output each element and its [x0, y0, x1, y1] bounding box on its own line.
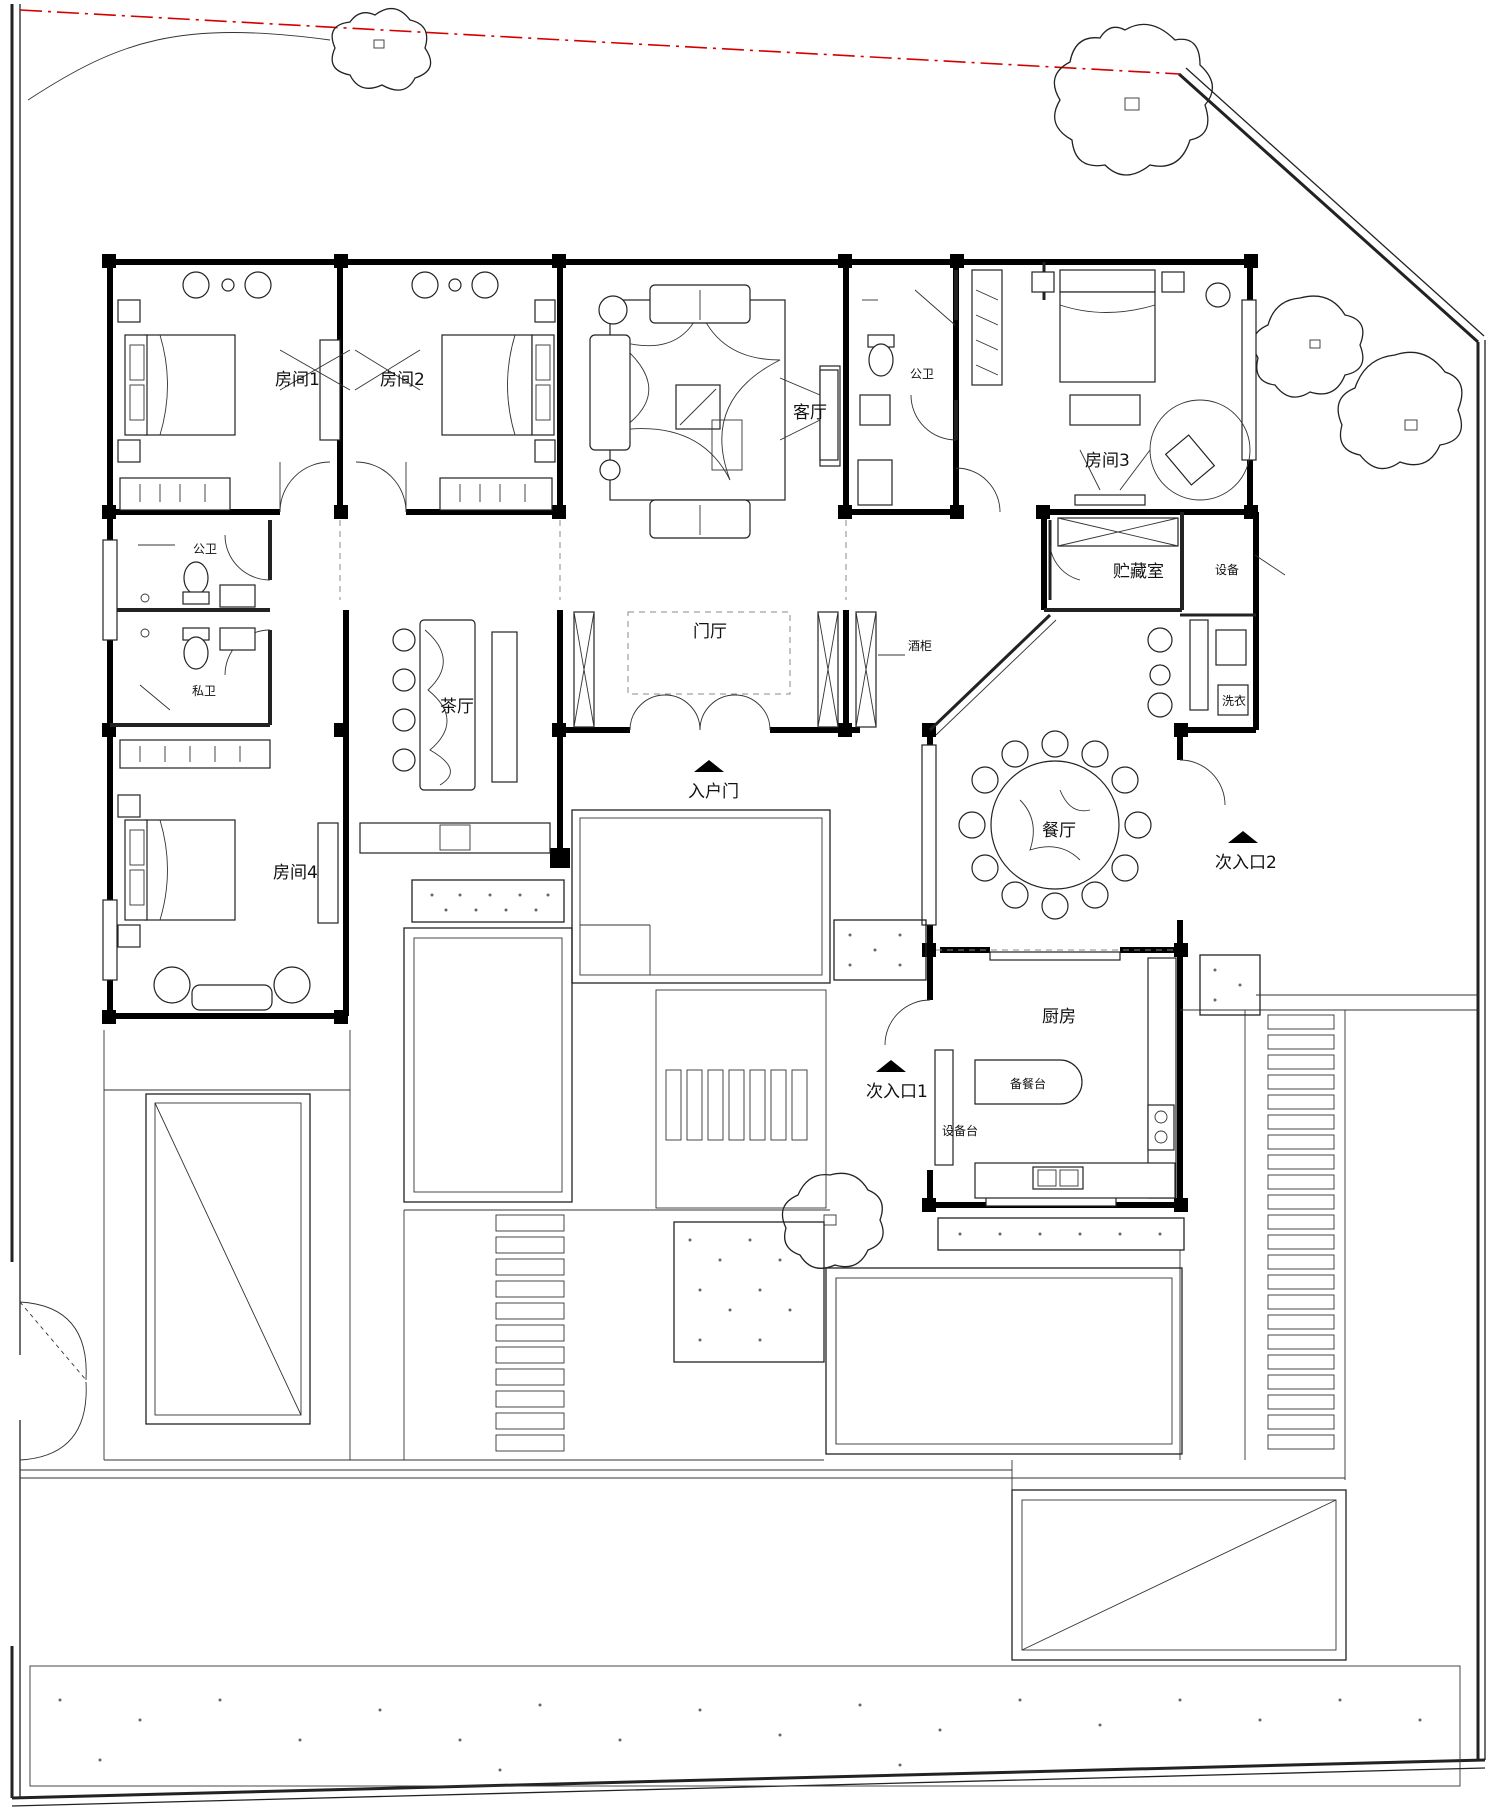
- wardrobe: [119, 477, 231, 511]
- sofa-icon: [589, 284, 751, 539]
- dining-table-icon: [958, 730, 1152, 920]
- nightstand: [117, 794, 141, 818]
- nightstand: [534, 439, 556, 463]
- laundry-label: 洗衣: [1222, 693, 1246, 708]
- stair-steps: [1267, 1014, 1335, 1450]
- nightstand: [1161, 271, 1185, 293]
- foyer-cabinet: [573, 611, 877, 728]
- dining-label: 餐厅: [1042, 821, 1076, 841]
- fridge-circles: [1147, 627, 1173, 718]
- stepping-stones: [665, 1069, 808, 1141]
- bed-icon: [124, 334, 236, 436]
- equipment-label: 设备: [1215, 563, 1239, 577]
- tree-icon: [781, 1172, 884, 1269]
- living-room-label: 客厅: [793, 403, 827, 423]
- tea-chairs: [392, 628, 416, 772]
- tree-icon: [1252, 295, 1364, 398]
- chair: [1205, 282, 1231, 308]
- prep-counter-side-label: 设备台: [942, 1123, 978, 1138]
- public-wc-top-label: 公卫: [910, 367, 934, 381]
- wash-basin: [219, 627, 256, 651]
- tea-table: [419, 619, 518, 791]
- bedroom1-label: 房间1: [275, 370, 320, 390]
- kitchen-label: 厨房: [1042, 1007, 1076, 1027]
- tv-cabinet: [819, 369, 839, 461]
- toilet-icon: [182, 561, 210, 605]
- desk: [1074, 494, 1146, 506]
- private-wc-label: 私卫: [192, 684, 216, 698]
- wine-cabinet-label: 酒柜: [908, 639, 932, 653]
- bed-icon: [1059, 269, 1156, 383]
- bench: [1069, 394, 1141, 426]
- nightstand: [1031, 271, 1055, 293]
- secondary-entrance1-label: 次入口1: [866, 1082, 928, 1102]
- openings: [339, 520, 1176, 951]
- side-table: [598, 295, 628, 325]
- bed-icon: [441, 334, 555, 436]
- bedroom3-label: 房间3: [1085, 451, 1130, 471]
- tree-icon: [1337, 351, 1463, 470]
- living-rug: [609, 299, 786, 501]
- prep-counter-top-label: 备餐台: [1010, 1076, 1046, 1091]
- bedroom4-label: 房间4: [273, 863, 318, 883]
- wardrobe: [119, 739, 271, 769]
- property-line: [19, 9, 1181, 75]
- sofa-icon: [359, 822, 551, 854]
- secondary-entrance2-label: 次入口2: [1215, 853, 1277, 873]
- site-boundary: [10, 4, 1486, 1807]
- main-entrance-label: 入户门: [688, 782, 739, 802]
- entrance-arrow-icon: [694, 760, 724, 772]
- wardrobe: [971, 269, 1003, 386]
- lamp-chairs: [182, 271, 272, 299]
- sink-icon: [1032, 1166, 1084, 1190]
- path-curve: [27, 32, 331, 101]
- tea-room-label: 茶厅: [440, 697, 474, 717]
- wardrobe: [439, 477, 553, 511]
- stove-icon: [1147, 1104, 1175, 1151]
- side-table: [599, 459, 621, 481]
- tree-icon: [331, 8, 432, 91]
- entrance-arrow-icon: [1228, 831, 1258, 843]
- public-wc-left-label: 公卫: [193, 542, 217, 556]
- sofa-icon: [153, 966, 311, 1011]
- toilet-icon: [182, 627, 210, 670]
- toilet-icon: [867, 334, 895, 377]
- bed-icon: [124, 819, 236, 921]
- kitchen-counter: [934, 957, 1177, 1199]
- nightstand: [117, 299, 141, 323]
- nightstand: [117, 924, 141, 948]
- lamp-chairs: [411, 271, 499, 299]
- storage-label: 贮藏室: [1113, 562, 1164, 582]
- landscape: [20, 809, 1478, 1787]
- wash-basin: [219, 584, 256, 608]
- laundry-area: [1189, 619, 1249, 716]
- lounge-chair: [1164, 434, 1216, 486]
- nightstand: [117, 439, 141, 463]
- cabinet: [857, 459, 893, 506]
- bedroom2-label: 房间2: [380, 370, 425, 390]
- doors: [224, 394, 1226, 1046]
- entrance-arrow-icon: [876, 1060, 906, 1072]
- tree-icon: [1053, 23, 1213, 176]
- foyer-label: 门厅: [693, 622, 727, 642]
- nightstand: [534, 299, 556, 323]
- wash-basin: [859, 394, 891, 426]
- columns: [102, 254, 1258, 1212]
- stair-steps: [495, 1214, 565, 1452]
